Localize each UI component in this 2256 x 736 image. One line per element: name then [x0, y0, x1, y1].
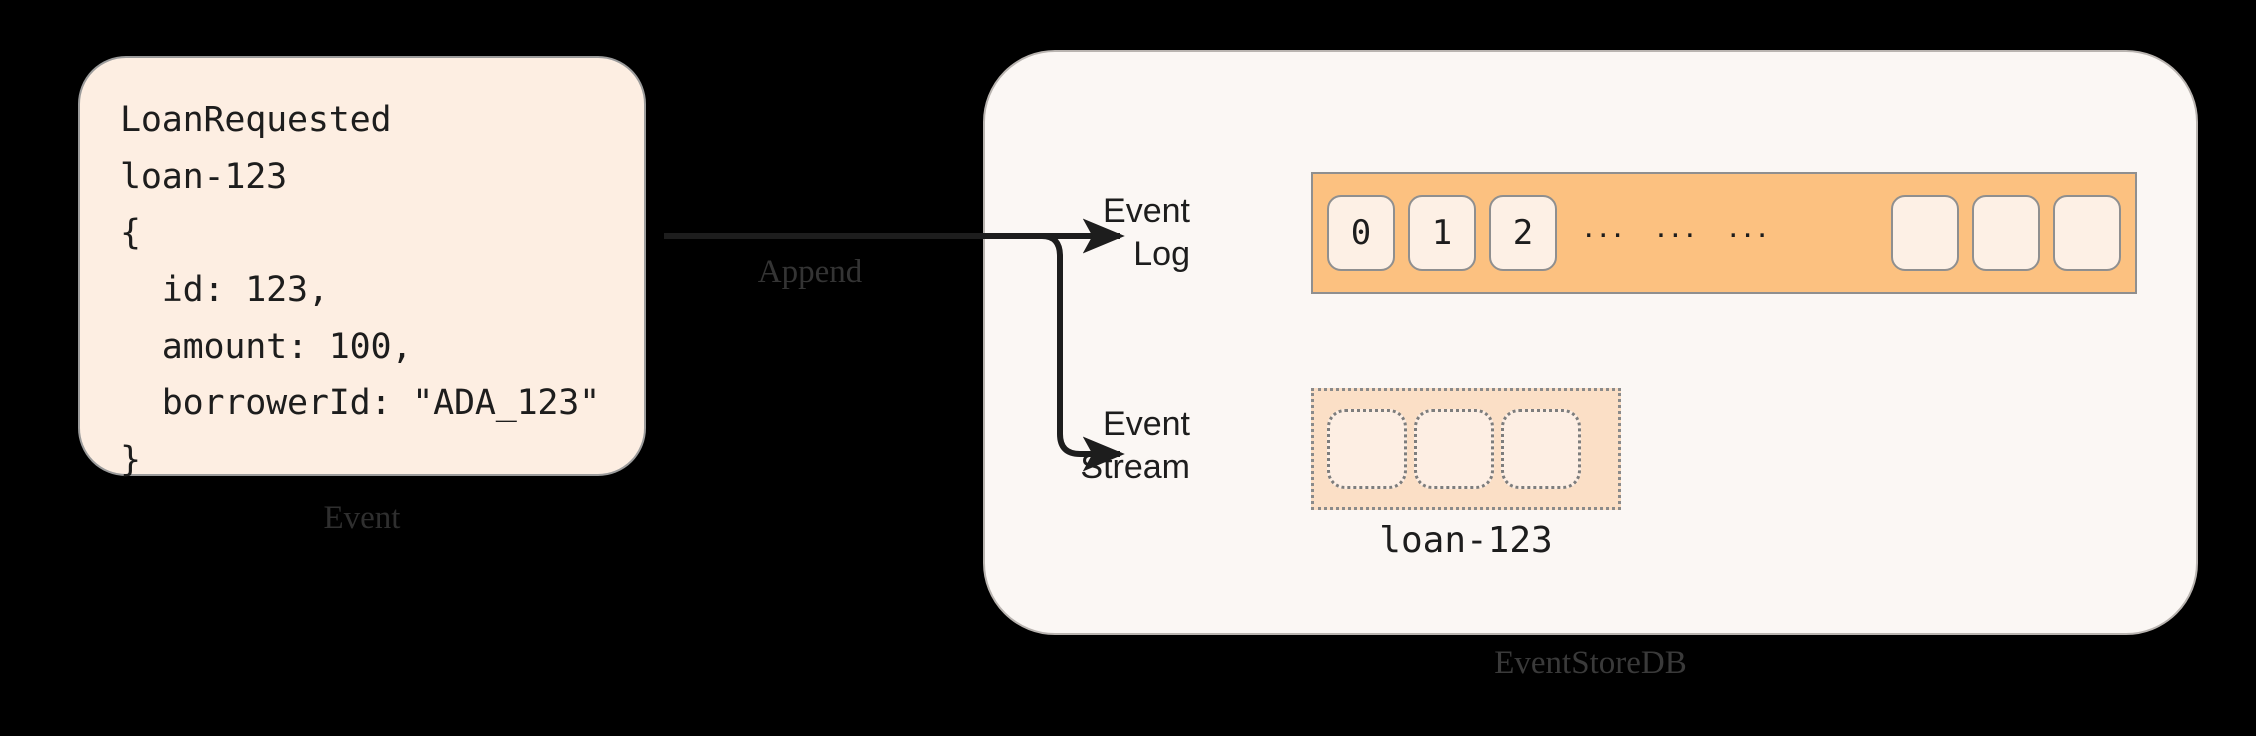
event-card-caption: Event — [323, 500, 401, 536]
event-log-label-line2: Log — [1133, 235, 1190, 274]
event-log-container: 0 1 2 ... ... ... — [1311, 172, 2137, 294]
event-log-empty-cell[interactable] — [1972, 195, 2040, 271]
event-stream-label-line1: Event — [1103, 405, 1190, 443]
event-log-cell[interactable]: 0 — [1327, 195, 1395, 271]
append-label: Append — [757, 254, 863, 290]
event-stream-empty-cell[interactable] — [1327, 409, 1407, 489]
event-card: LoanRequested loan-123 { id: 123, amount… — [78, 56, 646, 480]
event-log-cell[interactable]: 2 — [1489, 195, 1557, 271]
event-stream-label-line2: Stream — [1080, 448, 1190, 487]
event-stream-container — [1311, 388, 1621, 510]
event-stream-label: Event Stream — [1030, 403, 1190, 489]
event-stream-empty-cell[interactable] — [1414, 409, 1494, 489]
event-log-label-line1: Event — [1103, 192, 1190, 230]
eventstore-caption: EventStoreDB — [1494, 645, 1687, 681]
event-stream-name: loan-123 — [1379, 520, 1553, 561]
event-log-label: Event Log — [1030, 190, 1190, 276]
event-log-empty-cell[interactable] — [1891, 195, 1959, 271]
event-card-code: LoanRequested loan-123 { id: 123, amount… — [120, 100, 601, 481]
event-stream-empty-cell[interactable] — [1501, 409, 1581, 489]
event-log-cell[interactable]: 1 — [1408, 195, 1476, 271]
event-log-empty-cell[interactable] — [2053, 195, 2121, 271]
eventstore-panel — [983, 50, 2198, 635]
event-log-ellipsis: ... ... ... — [1584, 206, 1772, 245]
